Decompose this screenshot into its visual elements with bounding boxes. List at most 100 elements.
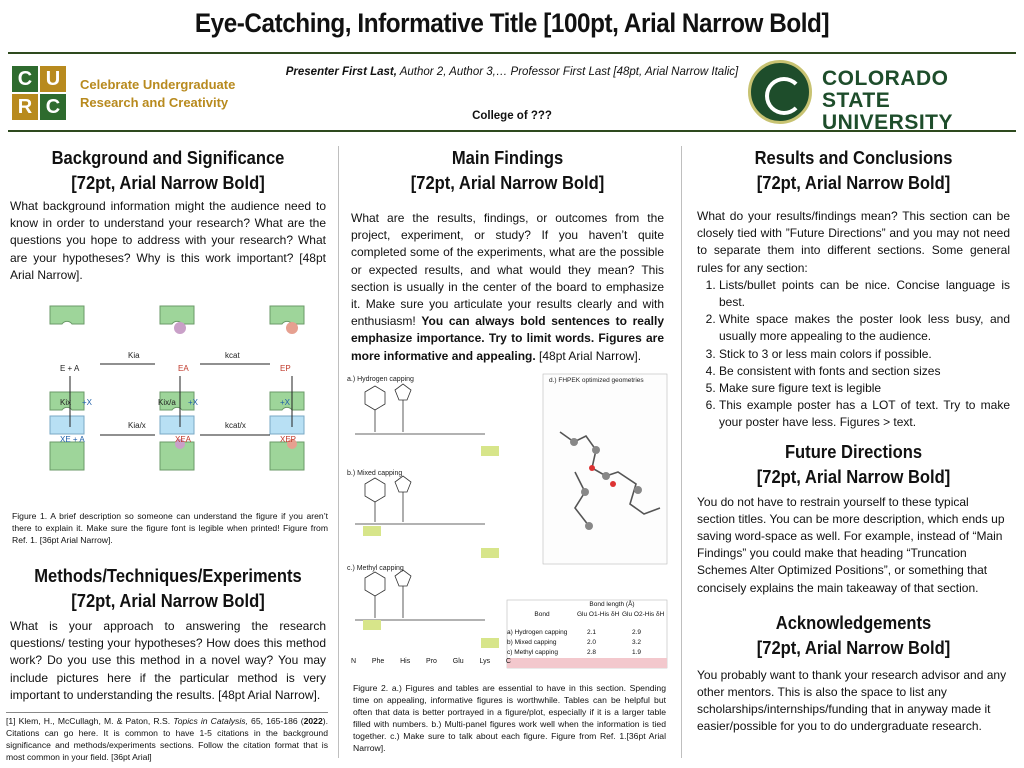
list-item: This example poster has a LOT of text. T… (719, 397, 1010, 431)
residue-label: Lys (479, 658, 491, 665)
findings-body-plain: What are the results, findings, or outco… (351, 211, 664, 329)
acknowledgements-body: You probably want to thank your research… (697, 667, 1007, 734)
header-rule-bottom (8, 130, 1016, 132)
list-item: Be consistent with fonts and section siz… (719, 363, 1010, 380)
curc-line-2: Research and Creativity (80, 95, 229, 110)
list-item: Lists/bullet points can be nice. Concise… (719, 277, 1010, 311)
table-cell: b) Mixed capping (507, 639, 557, 646)
figure-2-panels: a.) Hydrogen capping b.) Mixed capping c… (347, 373, 668, 669)
residue-sequence: N Phe His Pro Glu Lys C (351, 658, 511, 665)
future-heading-title: Future Directions (784, 441, 923, 462)
fig1-label-kcatx: kcat/x (225, 421, 246, 430)
table-cell: 2.8 (587, 649, 597, 656)
residue-label: Glu (452, 658, 464, 665)
csu-line-2: UNIVERSITY (822, 111, 954, 134)
right-column: Results and Conclusions [72pt, Arial Narr… (697, 140, 1010, 736)
background-heading: Background and Significance [72pt, Arial … (23, 146, 314, 196)
curc-letter-4: C (40, 94, 66, 120)
ref-authors: [1] Klem, H., McCullagh, M. & Paton, R.S… (6, 716, 174, 726)
fig1-label-ea: EA (178, 364, 189, 373)
fig1-label-x1: +X (82, 398, 93, 407)
ref-volume: 65, 165-186 ( (247, 716, 304, 726)
acknowledgements-heading-title: Acknowledgements (775, 612, 932, 633)
table-cell: 2.1 (587, 629, 597, 636)
rules-list: Lists/bullet points can be nice. Concise… (697, 277, 1010, 432)
future-body: You do not have to restrain yourself to … (697, 494, 1005, 595)
background-heading-title: Background and Significance (51, 148, 285, 168)
column-divider-right (681, 146, 682, 758)
ref-journal: Topics in Catalysis, (173, 716, 248, 726)
acknowledgements-heading: Acknowledgements [72pt, Arial Narrow Bold… (710, 611, 998, 661)
future-heading-note: [72pt, Arial Narrow Bold] (756, 466, 951, 487)
findings-body-bold: You can always bold sentences to really … (351, 314, 664, 363)
table-header-row: Bond Glu O1-His δH Glu O2-His δH (507, 610, 667, 620)
residue-label: His (400, 658, 411, 665)
findings-heading-title: Main Findings (451, 148, 564, 168)
fig1-label-kiax: Kia/x (128, 421, 146, 430)
left-column: Background and Significance [72pt, Arial … (10, 140, 326, 284)
table-header-o1: Glu O1-His δH (577, 611, 620, 618)
fig2-label-d: d.) FHPEK optimized geometries (549, 377, 644, 384)
table-cell: 1.9 (632, 649, 642, 656)
table-row: a) Hydrogen capping 2.1 2.9 (507, 628, 667, 638)
ref-note: ). Citations can go here. It is common t… (6, 716, 328, 762)
curc-letter-2: U (40, 66, 66, 92)
table-header-bond: Bond (534, 611, 550, 618)
findings-body-tail: [48pt Arial Narrow]. (535, 348, 642, 363)
fig1-label-x2: +X (188, 398, 199, 407)
residue-label: N (351, 658, 357, 665)
curc-letter-3: R (12, 94, 38, 120)
fig1-label-kixa: Kix/a (158, 398, 176, 407)
background-heading-note: [72pt, Arial Narrow Bold] (71, 173, 265, 193)
fig1-label-kia: Kia (128, 351, 140, 360)
table-row: c) Methyl capping 2.8 1.9 (507, 648, 667, 658)
methods-body: What is your approach to answering the r… (10, 619, 326, 702)
methods-section: Methods/Techniques/Experiments[72pt, Ari… (10, 560, 326, 704)
figure-1-scheme: E + A EA EP XE + A XEA XEP Kia kcat Kia/… (49, 305, 305, 471)
table-cell: 2.9 (632, 629, 642, 636)
table-cell: a) Hydrogen capping (507, 629, 568, 636)
residue-label: Phe (371, 658, 385, 665)
results-heading: Results and Conclusions [72pt, Arial Narr… (710, 146, 998, 196)
list-item: Stick to 3 or less main colors if possib… (719, 346, 1010, 363)
fig1-label-xea-free: XE + A (60, 435, 85, 444)
results-heading-note: [72pt, Arial Narrow Bold] (756, 173, 951, 193)
fig1-label-xea: XEA (175, 435, 192, 444)
acknowledgements-heading-note: [72pt, Arial Narrow Bold] (756, 637, 951, 658)
curc-letter-1: C (12, 66, 38, 92)
fig2-label-a: a.) Hydrogen capping (347, 376, 414, 383)
results-intro: What do your results/findings mean? This… (697, 209, 1010, 275)
fig1-label-x3: +X (280, 398, 291, 407)
background-body: What background information might the au… (10, 199, 326, 282)
ram-icon (748, 60, 812, 124)
methods-heading: Methods/Techniques/Experiments[72pt, Ari… (23, 564, 314, 614)
findings-body: What are the results, findings, or outco… (351, 210, 664, 365)
header-rule-top (8, 52, 1016, 54)
authors-rest: Author 2, Author 3,… Professor First Las… (396, 66, 739, 78)
csu-line-1: COLORADO STATE (822, 67, 949, 112)
list-item: Make sure figure text is legible (719, 380, 1010, 397)
curc-line-1: Celebrate Undergraduate (80, 77, 236, 92)
college-name: College of ??? (472, 110, 552, 122)
results-heading-title: Results and Conclusions (754, 148, 953, 168)
middle-column: Main Findings [72pt, Arial Narrow Bold] W… (351, 140, 664, 365)
fig2-label-c: c.) Methyl capping (347, 565, 404, 572)
fig1-label-kix: Kix (60, 398, 71, 407)
findings-heading-note: [72pt, Arial Narrow Bold] (410, 173, 605, 193)
fig1-label-kcat: kcat (225, 351, 240, 360)
fig1-label-ea-free: E + A (60, 364, 80, 373)
table-title: Bond length (Å) (589, 601, 635, 608)
bond-length-table: Bond length (Å) Bond Glu O1-His δH Glu O… (507, 600, 667, 658)
residue-label: C (505, 658, 511, 665)
author-line: Presenter First Last, Author 2, Author 3… (230, 66, 794, 78)
findings-heading: Main Findings [72pt, Arial Narrow Bold] (364, 146, 652, 196)
table-cell: 2.0 (587, 639, 597, 646)
residue-label: Pro (426, 658, 437, 665)
table-header-o2: Glu O2-His δH (622, 611, 665, 618)
fig1-label-xep: XEP (280, 435, 296, 444)
methods-heading-note: [72pt, Arial Narrow Bold] (71, 591, 265, 611)
column-divider-left (338, 146, 339, 758)
table-cell: c) Methyl capping (507, 649, 558, 656)
